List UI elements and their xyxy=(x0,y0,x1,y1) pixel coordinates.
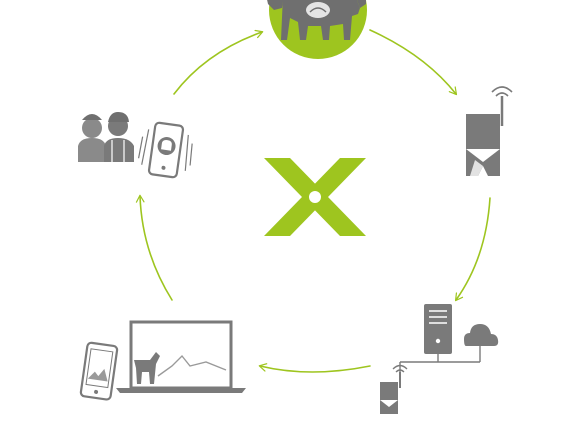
phone-icon xyxy=(79,341,119,401)
farmer-woman-icon xyxy=(78,114,106,162)
farmers-phone-alert-icon xyxy=(78,112,193,179)
cow-collar-sensor-icon xyxy=(267,0,367,59)
x-logo xyxy=(264,158,366,236)
farmer-man-icon xyxy=(104,112,134,162)
phone-laptop-monitoring-icon xyxy=(79,320,246,401)
arrow-transmitter-to-server xyxy=(454,197,491,302)
arrow-farmers-to-cow xyxy=(173,29,264,95)
cycle-arrows xyxy=(135,29,491,373)
wireless-transmitter-icon xyxy=(466,86,513,176)
phone-alert-icon xyxy=(137,121,193,179)
arrow-devices-to-farmers xyxy=(135,194,173,301)
cloud-icon xyxy=(464,324,499,346)
laptop-icon xyxy=(116,320,246,393)
arrow-server-to-devices xyxy=(258,363,371,373)
arrow-cow-to-transmitter xyxy=(369,29,458,96)
small-transmitter-icon xyxy=(380,364,408,414)
server-cloud-network-icon xyxy=(380,304,499,414)
